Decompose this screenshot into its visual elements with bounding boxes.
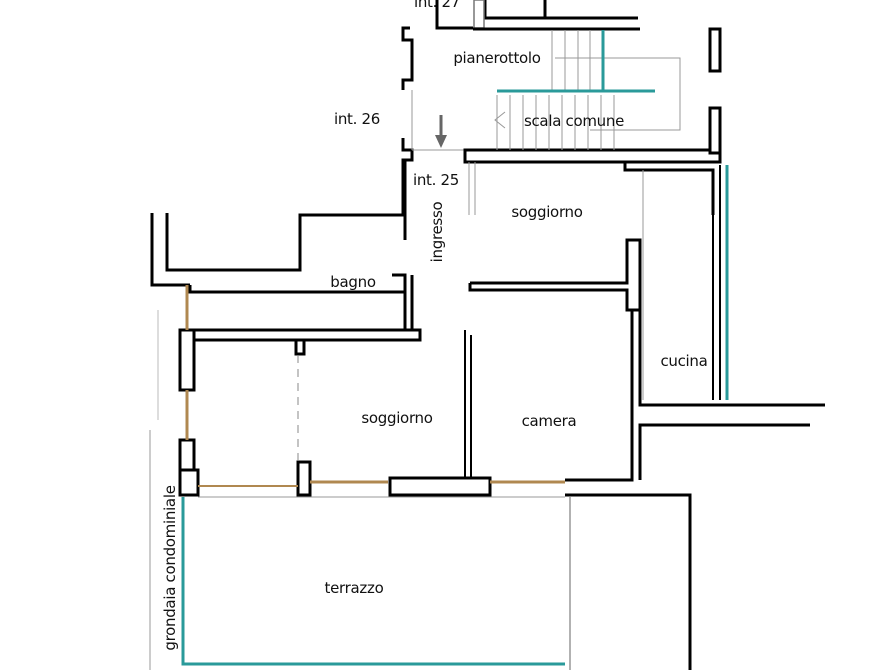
label-ingresso: ingresso xyxy=(428,201,446,263)
entrance-arrow-icon xyxy=(435,115,447,148)
label-pianerottolo: pianerottolo xyxy=(453,49,541,67)
stairs xyxy=(468,30,681,400)
label-soggiorno-top: soggiorno xyxy=(511,203,583,221)
label-cucina: cucina xyxy=(660,352,708,370)
label-int-25: int. 25 xyxy=(412,171,460,189)
walls xyxy=(150,0,825,670)
label-int-27: int. 27 xyxy=(413,0,461,11)
label-bagno: bagno xyxy=(330,273,376,291)
glass-railings xyxy=(181,30,729,666)
label-int-26: int. 26 xyxy=(333,110,381,128)
label-grondaia-condominiale: grondaia condominiale xyxy=(161,485,179,651)
label-soggiorno-bottom: soggiorno xyxy=(361,409,433,427)
label-scala-comune: scala comune xyxy=(523,112,625,130)
label-camera: camera xyxy=(521,412,577,430)
windows xyxy=(185,285,565,487)
label-terrazzo: terrazzo xyxy=(324,579,384,597)
